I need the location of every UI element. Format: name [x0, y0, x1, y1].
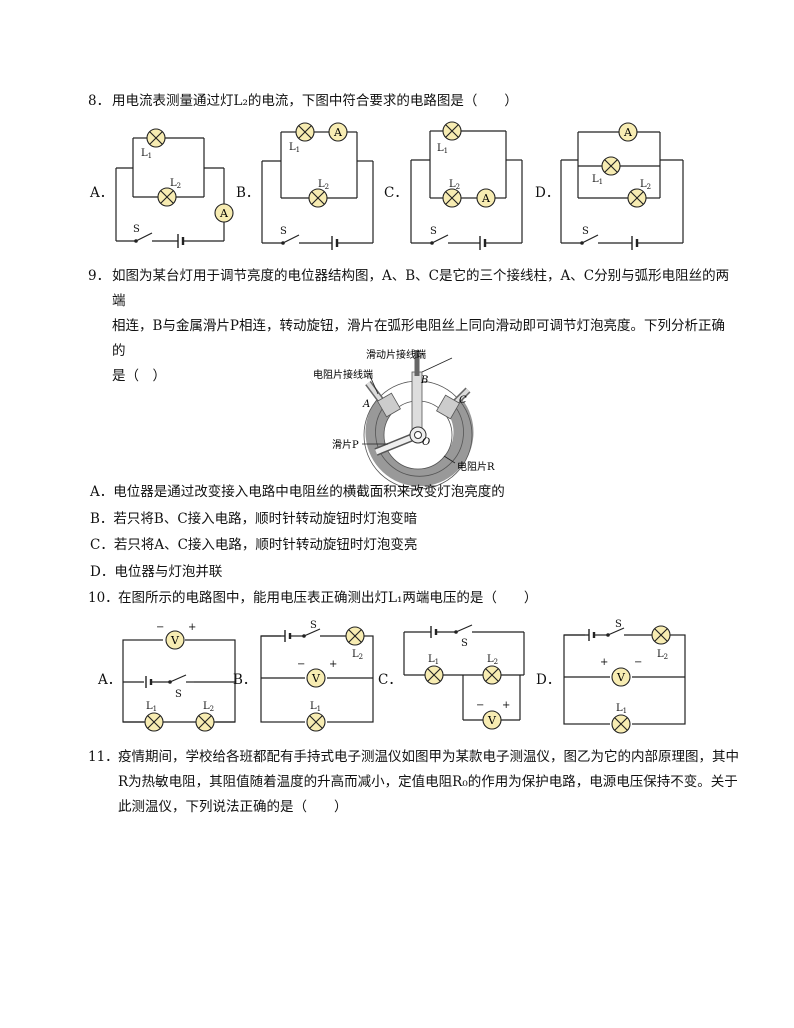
question-number: 8． [88, 93, 111, 109]
lamp-icon [611, 714, 631, 734]
circuit-10d: S L2 + − L1 [563, 619, 686, 734]
question-number: 9． [88, 268, 111, 284]
circuit-8a: L1 L2 S [115, 128, 234, 248]
option-label-d: D． [535, 185, 560, 201]
option-label-b: B． [233, 672, 257, 688]
svg-text:L1: L1 [141, 148, 152, 160]
voltmeter-icon [482, 710, 502, 730]
resistor-label: 电阻片R [457, 460, 495, 473]
question-text-line: R为热敏电阻，其阻值随着温度的升高而减小，定值电阻R₀的作用为保护电路，电源电压… [118, 774, 738, 790]
circuit-10a: − + S L1 L2 [122, 622, 236, 732]
circuit-10c: S L1 L2 − + [403, 624, 525, 730]
svg-text:L1: L1 [592, 174, 603, 186]
slider-terminal-label: 滑动片接线端 [366, 348, 426, 361]
terminal-b-label: B [420, 375, 428, 386]
slider-label: 滑片P [332, 438, 359, 451]
voltmeter-icon [611, 667, 631, 687]
svg-text:S: S [615, 619, 622, 630]
question-8: 8． 用电流表测量通过灯L₂的电流，下图中符合要求的电路图是（ ） [88, 89, 734, 114]
question-text-line: 如图为某台灯用于调节亮度的电位器结构图，A、B、C是它的三个接线柱，A、C分别与… [112, 268, 730, 309]
svg-text:L2: L2 [170, 178, 181, 190]
svg-text:+: + [600, 657, 608, 668]
svg-text:+: + [329, 659, 337, 670]
terminal-c-label: C [459, 395, 467, 406]
svg-text:−: − [634, 657, 642, 668]
option-label-c: C． [378, 672, 402, 688]
question-text-line: 此测温仪，下列说法正确的是（ ） [118, 799, 348, 815]
question-9: 9． 如图为某台灯用于调节亮度的电位器结构图，A、B、C是它的三个接线柱，A、C… [88, 264, 734, 389]
circuit-8d: L1 L2 S [560, 122, 684, 250]
svg-text:S: S [133, 224, 140, 235]
question-number: 11． [88, 749, 119, 765]
svg-text:L1: L1 [310, 701, 321, 713]
center-o-label: O [422, 437, 430, 448]
resistor-terminal-label: 电阻片接线端 [313, 368, 373, 381]
svg-text:S: S [280, 226, 287, 237]
svg-text:L2: L2 [318, 179, 329, 191]
voltmeter-icon [306, 668, 326, 688]
option-label-a: A． [90, 185, 114, 201]
svg-text:−: − [156, 622, 164, 633]
question-11: 11． 疫情期间，学校给各班都配有手持式电子测温仪如图甲为某款电子测温仪，图乙为… [88, 745, 740, 820]
question-text-line: 疫情期间，学校给各班都配有手持式电子测温仪如图甲为某款电子测温仪，图乙为它的内部… [118, 749, 739, 765]
svg-text:S: S [310, 620, 317, 631]
svg-text:S: S [582, 226, 589, 237]
svg-text:−: − [297, 659, 305, 670]
svg-text:L2: L2 [352, 649, 363, 661]
lamp-icon [345, 626, 365, 646]
lamp-icon [195, 712, 215, 732]
lamp-icon [482, 665, 502, 685]
svg-text:+: + [502, 700, 510, 711]
circuit-8c: L1 L2 S [410, 121, 523, 250]
svg-text:L1: L1 [146, 701, 157, 713]
svg-text:S: S [430, 226, 437, 237]
choice-a[interactable]: A．电位器是通过改变接入电路中电阻丝的横截面积来改变灯泡亮度的 [90, 484, 505, 500]
choice-d[interactable]: D．电位器与灯泡并联 [90, 564, 223, 580]
svg-text:L2: L2 [449, 179, 460, 191]
svg-text:L2: L2 [657, 649, 668, 661]
svg-text:−: − [476, 700, 484, 711]
option-label-b: B． [236, 185, 260, 201]
choice-c[interactable]: C．若只将A、C接入电路，顺时针转动旋钮时灯泡变亮 [90, 537, 418, 553]
svg-text:L2: L2 [640, 179, 651, 191]
terminal-a-label: A [362, 399, 370, 410]
option-label-c: C． [384, 185, 408, 201]
question-text-line: 是（ ） [112, 368, 166, 384]
svg-text:L1: L1 [289, 142, 300, 154]
voltmeter-icon [165, 630, 185, 650]
question-text: 在图所示的电路图中，能用电压表正确测出灯L₁两端电压的是（ ） [118, 590, 538, 606]
question-10: 10． 在图所示的电路图中，能用电压表正确测出灯L₁两端电压的是（ ） [88, 586, 740, 611]
svg-text:+: + [188, 622, 196, 633]
question-text: 用电流表测量通过灯L₂的电流，下图中符合要求的电路图是（ ） [112, 93, 518, 109]
option-label-d: D． [536, 672, 561, 688]
svg-text:L1: L1 [428, 654, 439, 666]
question-text-line: 相连，B与金属滑片P相连，转动旋钮，滑片在弧形电阻丝上同向滑动即可调节灯泡亮度。… [112, 318, 726, 359]
circuit-10b: S L2 − + L1 [260, 620, 374, 732]
svg-text:L2: L2 [203, 701, 214, 713]
lamp-icon [424, 665, 444, 685]
svg-text:L1: L1 [616, 703, 627, 715]
circuit-8b: L1 L2 S [261, 122, 374, 250]
question-number: 10． [88, 590, 119, 606]
lamp-icon [651, 625, 671, 645]
option-label-a: A． [98, 672, 122, 688]
lamp-icon [144, 712, 164, 732]
lamp-icon [306, 712, 326, 732]
svg-text:S: S [175, 689, 182, 700]
svg-text:L1: L1 [437, 143, 448, 155]
svg-text:S: S [461, 638, 468, 649]
svg-text:L2: L2 [487, 654, 498, 666]
choice-b[interactable]: B．若只将B、C接入电路，顺时针转动旋钮时灯泡变暗 [90, 511, 418, 527]
